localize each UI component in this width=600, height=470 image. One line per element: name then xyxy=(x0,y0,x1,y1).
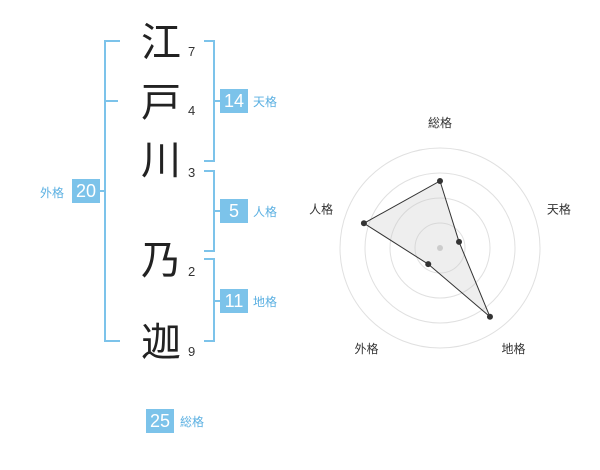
radar-ring-1 xyxy=(414,222,466,274)
tenkaku-bracket-connector xyxy=(213,100,220,102)
gaikaku-value: 20 xyxy=(72,179,100,203)
gaikaku-label: 外格 xyxy=(40,186,65,200)
chikaku-value: 11 xyxy=(220,289,248,313)
name-char-3: 川 xyxy=(141,138,181,184)
radar-axis-label-3: 地格 xyxy=(501,341,525,356)
stroke-count-1: 7 xyxy=(188,44,196,59)
stroke-count-5: 9 xyxy=(188,344,196,359)
radar-axis-label-5: 人格 xyxy=(309,201,333,216)
radar-point-5 xyxy=(360,220,367,227)
gaikaku-bracket-tick xyxy=(104,100,118,102)
name-char-4: 乃 xyxy=(141,238,181,284)
radar-point-1 xyxy=(437,178,443,184)
radar-rings xyxy=(339,147,541,349)
radar-axis-label-2: 天格 xyxy=(547,201,571,216)
radar-ring-2 xyxy=(389,197,491,299)
soukaku-label: 総格 xyxy=(180,415,205,429)
jinkaku-label: 人格 xyxy=(253,205,278,219)
radar-center-dot xyxy=(437,245,443,251)
radar-ring-4 xyxy=(339,147,541,349)
radar-point-3 xyxy=(486,313,493,320)
chikaku-label: 地格 xyxy=(253,295,278,309)
radar-axis-label-4: 外格 xyxy=(355,341,379,356)
radar-point-4 xyxy=(425,261,432,268)
radar-polygon xyxy=(362,180,491,318)
stroke-count-3: 3 xyxy=(188,165,196,180)
gaikaku-bracket-connector xyxy=(96,190,104,192)
tenkaku-label: 天格 xyxy=(253,95,278,109)
stroke-count-4: 2 xyxy=(188,264,196,279)
radar-ring-3 xyxy=(364,172,516,324)
tenkaku-value: 14 xyxy=(220,89,248,113)
name-char-2: 戸 xyxy=(141,80,181,126)
jinkaku-value: 5 xyxy=(220,199,248,223)
stroke-count-2: 4 xyxy=(188,103,196,118)
soukaku-value: 25 xyxy=(146,409,174,433)
jinkaku-bracket-connector xyxy=(213,210,220,212)
gaikaku-bracket xyxy=(104,40,120,342)
chikaku-bracket-connector xyxy=(213,300,220,302)
radar-axis-label-1: 総格 xyxy=(428,115,452,130)
name-char-5: 迦 xyxy=(141,320,181,366)
radar-point-2 xyxy=(456,238,463,245)
name-char-1: 江 xyxy=(141,20,181,66)
radar-points xyxy=(360,178,493,320)
